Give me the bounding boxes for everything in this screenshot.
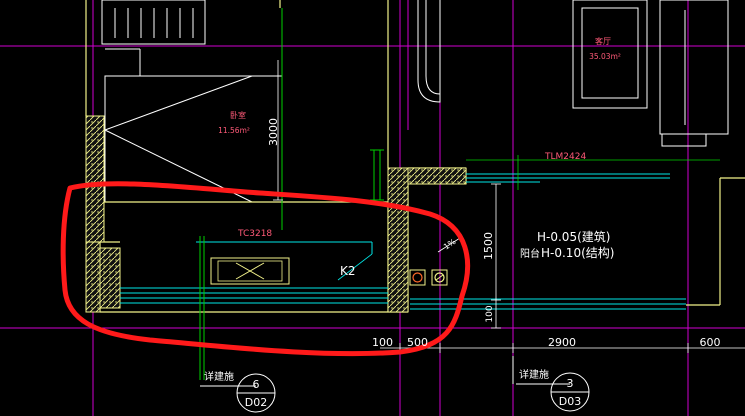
door-label-tlm2424: TLM2424	[544, 152, 586, 162]
hatched-wall-sections	[85, 115, 467, 313]
detail-callout-1-sheet: D02	[245, 396, 267, 409]
detail-callout-graphics	[200, 356, 590, 413]
dimension-100: 100	[372, 336, 393, 349]
dimension-lines	[273, 60, 745, 353]
fixtures	[210, 257, 448, 286]
slope-label: 1%	[442, 237, 458, 252]
window-and-railing-lines	[120, 8, 720, 380]
bedroom-name: 卧室	[230, 110, 246, 120]
bedroom-area: 11.56m²	[218, 126, 250, 135]
detail-callout-1-number: 6	[253, 378, 260, 391]
window-label-tc3218: TC3218	[237, 229, 272, 239]
dimension-100-vertical: 100	[485, 305, 495, 322]
balcony-name: 阳台	[520, 247, 540, 260]
dimension-500: 500	[407, 336, 428, 349]
living-room-area: 35.03m²	[589, 52, 621, 61]
red-highlight-outline	[60, 181, 471, 357]
label-k2: K2	[340, 264, 356, 278]
dimension-2900: 2900	[548, 336, 576, 349]
detail-callout-2-number: 3	[567, 377, 574, 390]
dimension-3000: 3000	[267, 118, 280, 146]
detail-callout-1-prefix: 详建施	[204, 370, 234, 383]
elevation-building: H-0.05(建筑)	[537, 229, 610, 244]
walls	[85, 0, 745, 313]
living-room-name: 客厅	[595, 36, 611, 46]
dimension-1500: 1500	[482, 232, 495, 260]
detail-callout-2-prefix: 详建施	[519, 368, 549, 381]
dimension-600: 600	[700, 336, 721, 349]
detail-callout-2-sheet: D03	[559, 395, 581, 408]
elevation-structure: H-0.10(结构)	[541, 245, 614, 260]
